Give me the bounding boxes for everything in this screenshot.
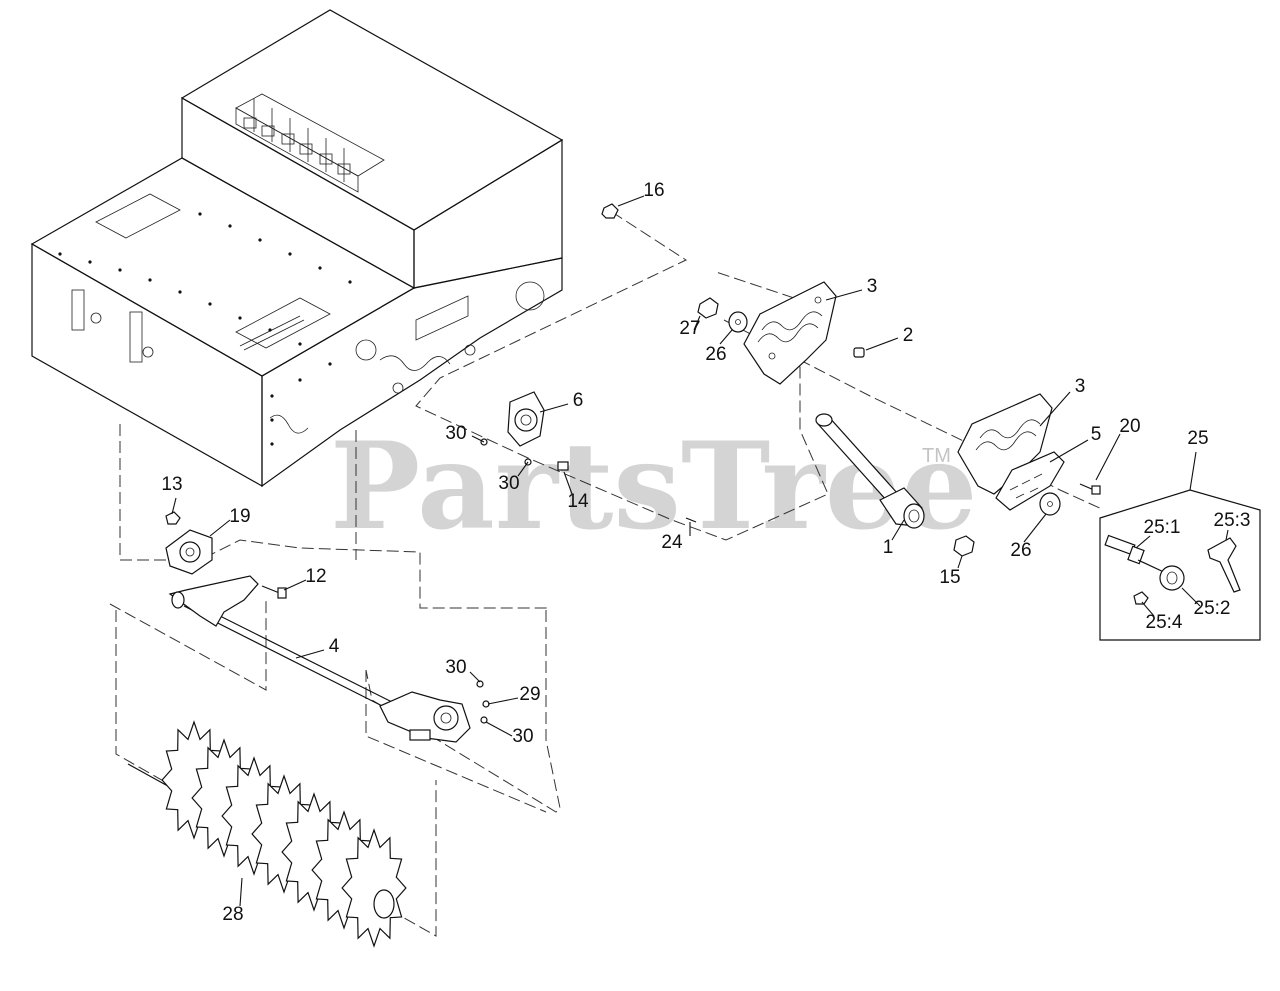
callout-c30c: 30 (445, 657, 466, 678)
callout-c1: 1 (883, 537, 894, 558)
callout-c3a: 3 (867, 276, 878, 297)
machine-body (30, 9, 564, 488)
part-19-bearing-flange (165, 529, 213, 575)
part-25-assembly (1099, 489, 1261, 641)
part-16-nut (601, 203, 619, 219)
callout-c29: 29 (519, 684, 540, 705)
callout-c13: 13 (161, 474, 182, 495)
callout-c28: 28 (222, 904, 243, 925)
part-26-washer-lower (1039, 492, 1061, 516)
part-26-washer-upper (728, 311, 748, 333)
callout-c3b: 3 (1075, 376, 1086, 397)
watermark-trademark: TM (922, 445, 951, 467)
callout-c2: 2 (903, 325, 914, 346)
callout-c20: 20 (1119, 416, 1140, 437)
callout-c30d: 30 (512, 726, 533, 747)
callout-c19: 19 (229, 506, 250, 527)
part-20-bolt (1079, 483, 1101, 495)
part-2-spacer (853, 347, 865, 358)
part-12-bolt (261, 585, 287, 599)
callout-c25_1: 25:1 (1144, 517, 1181, 538)
callout-c16: 16 (643, 180, 664, 201)
part-15-nut (953, 535, 975, 557)
callout-c12: 12 (305, 566, 326, 587)
part-3-lower-plate (957, 393, 1053, 495)
part-30-fitting-d (480, 716, 488, 724)
callout-c30b: 30 (498, 473, 519, 494)
callout-c5: 5 (1091, 424, 1102, 445)
watermark-text: PartsTree (330, 416, 977, 557)
part-14-bolt (557, 461, 569, 471)
callout-c14: 14 (567, 491, 589, 512)
part-13-nut (165, 511, 181, 525)
callout-c26a: 26 (705, 344, 726, 365)
callout-c26b: 26 (1010, 540, 1031, 561)
callout-c6: 6 (573, 390, 584, 411)
callout-c25_4: 25:4 (1146, 612, 1183, 633)
part-6-bearing-flange (507, 391, 545, 447)
callout-c25_2: 25:2 (1194, 598, 1231, 619)
part-28-tine-roller (127, 720, 407, 948)
part-24-pin (685, 517, 697, 523)
callout-c4: 4 (329, 636, 340, 657)
part-3-upper-plate (743, 281, 837, 385)
callout-c25_3: 25:3 (1214, 510, 1251, 531)
part-4-shaft-assembly (168, 575, 471, 743)
callout-c30a: 30 (445, 423, 466, 444)
callout-c15: 15 (939, 567, 960, 588)
part-1-handle (815, 413, 925, 529)
callout-c24: 24 (661, 532, 683, 553)
part-5-indicator-plate (995, 451, 1065, 511)
callout-c27: 27 (679, 318, 700, 339)
callout-leaders (171, 195, 1229, 907)
part-27-nut (697, 297, 719, 319)
callout-c25: 25 (1187, 428, 1208, 449)
part-30-fitting-c (476, 680, 484, 688)
